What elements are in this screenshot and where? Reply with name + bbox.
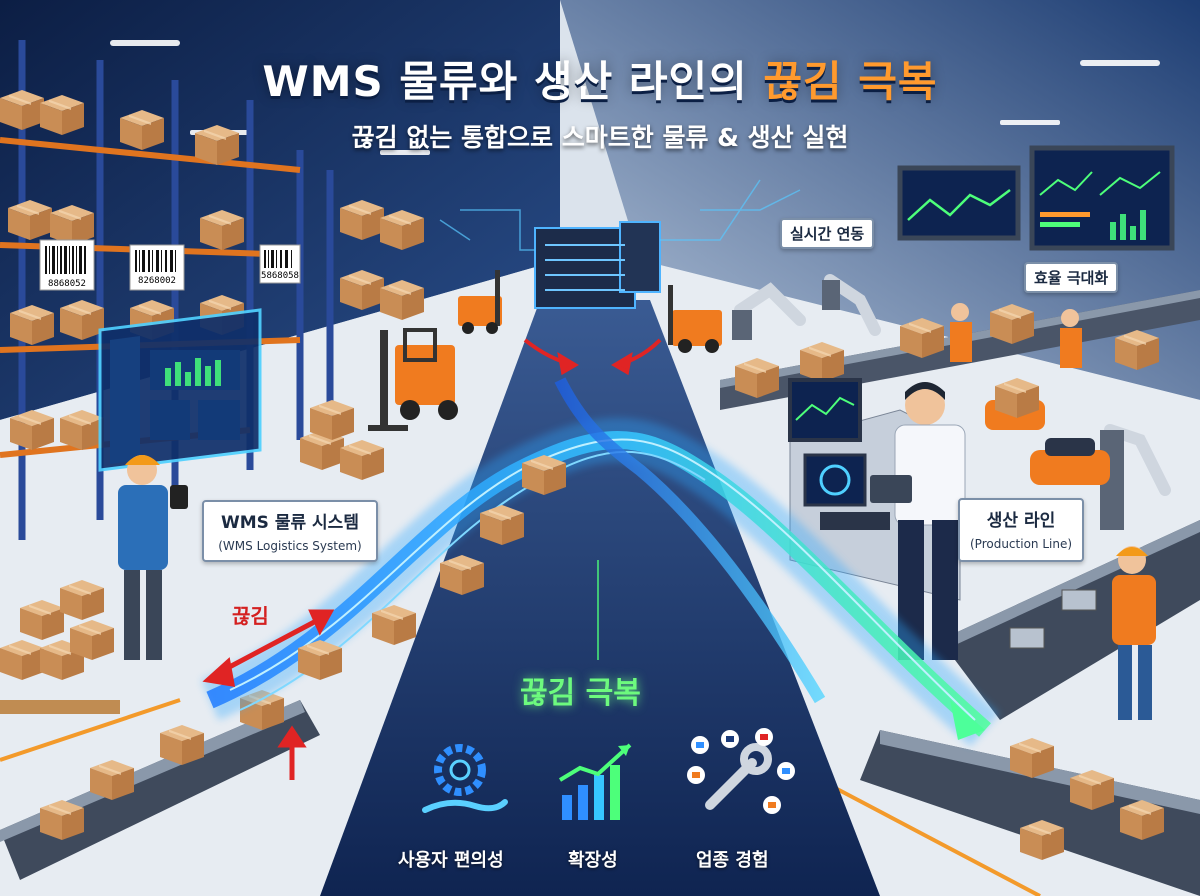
barcode-1: 8868052: [48, 279, 86, 289]
production-label: 생산 라인: [986, 511, 1056, 531]
production-sublabel: (Production Line): [969, 537, 1073, 551]
supervisor: [870, 382, 966, 660]
integration-data-flow: [201, 377, 1000, 747]
page-title: WMS 물류와 생산 라인의 끊김 극복: [262, 57, 938, 106]
server-rack: [534, 221, 661, 309]
wms-callout: WMS 물류 시스템 (WMS Logistics System): [202, 500, 378, 562]
warehouse-conveyor: [0, 690, 320, 880]
pallet-boxes-left: [0, 400, 384, 714]
gear-hand-icon: [422, 744, 508, 813]
forklift-back-left: [458, 270, 502, 334]
gap-label: 끊김: [232, 604, 269, 628]
feature-scalability-label: 확장성: [568, 850, 618, 871]
barcode-3: 5868058: [261, 271, 299, 281]
feature-usability-label: 사용자 편의성: [398, 850, 504, 871]
overcome-label: 끊김 극복: [520, 676, 641, 711]
efficiency-callout: 효율 극대화: [1024, 262, 1119, 293]
barcode-2: 8268002: [138, 276, 176, 286]
barcode-labels: 8868052 8268002 5868058: [39, 239, 301, 291]
forklift-back-right: [668, 285, 722, 353]
feature-industry-label: 업종 경험: [696, 850, 769, 871]
title-highlight: 끊김 극복: [763, 57, 938, 106]
page-subtitle: 끊김 없는 통합으로 스마트한 물류 & 생산 실현: [351, 123, 849, 152]
growth-chart-icon: [558, 743, 632, 820]
wms-dashboard-screen: [98, 308, 262, 472]
realtime-callout: 실시간 연동: [780, 218, 875, 249]
gap-double-arrow: [202, 609, 335, 780]
wms-sublabel: (WMS Logistics System): [218, 539, 362, 553]
agv-robot: [985, 378, 1110, 485]
analytics-monitors: [897, 145, 1175, 251]
production-conveyor-lower: [860, 520, 1200, 896]
production-callout: 생산 라인 (Production Line): [958, 498, 1084, 562]
wrench-industries-icon: [687, 728, 795, 814]
sync-arrows: [523, 338, 662, 376]
forklift-left: [368, 328, 458, 431]
warehouse-worker: [118, 455, 188, 660]
wms-label: WMS 물류 시스템: [221, 513, 359, 533]
production-workers: [950, 303, 1156, 720]
